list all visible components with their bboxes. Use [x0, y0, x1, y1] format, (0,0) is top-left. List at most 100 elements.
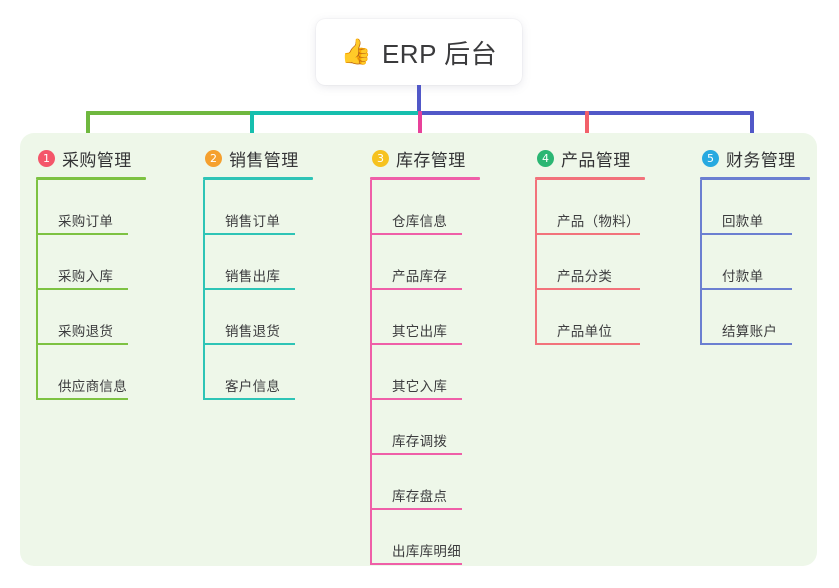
list-item[interactable]: 其它出库	[370, 290, 480, 345]
column-badge-product: 4	[537, 149, 554, 167]
column-product: 4 产品管理产品（物料） 产品分类产品单位	[535, 145, 645, 345]
column-header-finance[interactable]: 5 财务管理	[700, 145, 810, 171]
column-spine-inventory	[370, 180, 372, 565]
column-header-rule-inventory	[370, 177, 480, 180]
list-item-rule	[370, 453, 462, 455]
list-item-rule	[370, 343, 462, 345]
connector-stub-product	[585, 111, 589, 144]
list-item[interactable]: 库存调拨	[370, 400, 480, 455]
list-item[interactable]: 结算账户	[700, 290, 810, 345]
list-item-label: 产品（物料）	[557, 214, 640, 229]
column-spine-sales	[203, 180, 205, 400]
list-item-rule	[370, 398, 462, 400]
list-item-label: 产品分类	[557, 269, 613, 284]
column-header-inventory[interactable]: 3 库存管理	[370, 145, 480, 171]
list-item[interactable]: 产品（物料）	[535, 180, 645, 235]
column-header-purchase[interactable]: 1 采购管理	[36, 145, 146, 171]
list-item-label: 采购订单	[58, 214, 114, 229]
column-sales: 2 销售管理销售订单销售出库销售退货客户信息	[203, 145, 313, 400]
list-item-label: 出库库明细	[392, 544, 461, 559]
list-item-label: 结算账户	[722, 324, 778, 339]
root-node-card[interactable]: 👍 ERP 后台	[316, 19, 522, 85]
list-item-rule	[36, 343, 128, 345]
column-badge-purchase: 1	[38, 149, 55, 167]
list-item[interactable]: 产品单位	[535, 290, 645, 345]
list-item-label: 供应商信息	[58, 379, 127, 394]
connector-bus-green	[86, 111, 252, 115]
list-item[interactable]: 采购退货	[36, 290, 146, 345]
list-item-label: 其它入库	[392, 379, 448, 394]
list-item-label: 产品单位	[557, 324, 613, 339]
list-item-rule	[370, 233, 462, 235]
list-item-rule	[535, 288, 640, 290]
list-item-label: 付款单	[722, 269, 764, 284]
list-item[interactable]: 采购入库	[36, 235, 146, 290]
column-inventory: 3 库存管理仓库信息产品库存其它出库其它入库库存调拨库存盘点出库库明细	[370, 145, 480, 565]
list-item-rule	[370, 288, 462, 290]
list-item[interactable]: 供应商信息	[36, 345, 146, 400]
column-title-purchase: 采购管理	[62, 150, 132, 170]
list-item-label: 产品库存	[392, 269, 448, 284]
list-item-rule	[36, 398, 128, 400]
column-badge-finance: 5	[702, 149, 719, 167]
column-purchase: 1 采购管理采购订单采购入库采购退货供应商信息	[36, 145, 146, 400]
column-items-finance: 回款单付款单结算账户	[700, 180, 810, 345]
column-title-product: 产品管理	[561, 150, 631, 170]
list-item[interactable]: 付款单	[700, 235, 810, 290]
column-header-rule-sales	[203, 177, 313, 180]
connector-bus-teal	[250, 111, 420, 115]
list-item[interactable]: 产品分类	[535, 235, 645, 290]
list-item-rule	[535, 233, 640, 235]
list-item[interactable]: 销售订单	[203, 180, 313, 235]
list-item-label: 销售退货	[225, 324, 281, 339]
column-spine-purchase	[36, 180, 38, 400]
list-item-rule	[700, 343, 792, 345]
list-item-rule	[203, 233, 295, 235]
list-item-label: 库存调拨	[392, 434, 448, 449]
connector-stub-finance	[750, 111, 754, 144]
list-item-label: 采购入库	[58, 269, 114, 284]
list-item[interactable]: 仓库信息	[370, 180, 480, 235]
root-node-label: ERP 后台	[381, 38, 498, 69]
column-title-inventory: 库存管理	[396, 150, 466, 170]
list-item[interactable]: 采购订单	[36, 180, 146, 235]
column-badge-sales: 2	[205, 149, 222, 167]
column-items-sales: 销售订单销售出库销售退货客户信息	[203, 180, 313, 400]
list-item-label: 销售出库	[225, 269, 281, 284]
list-item-label: 采购退货	[58, 324, 114, 339]
column-header-rule-finance	[700, 177, 810, 180]
list-item-label: 回款单	[722, 214, 764, 229]
list-item[interactable]: 库存盘点	[370, 455, 480, 510]
column-title-sales: 销售管理	[229, 150, 299, 170]
list-item-rule	[36, 233, 128, 235]
column-header-product[interactable]: 4 产品管理	[535, 145, 645, 171]
column-badge-inventory: 3	[372, 149, 389, 167]
list-item-label: 其它出库	[392, 324, 448, 339]
connector-stub-purchase	[86, 111, 90, 144]
column-header-rule-product	[535, 177, 645, 180]
list-item-rule	[535, 343, 640, 345]
list-item-rule	[36, 288, 128, 290]
column-title-finance: 财务管理	[726, 150, 796, 170]
list-item-label: 销售订单	[225, 214, 281, 229]
list-item-rule	[203, 288, 295, 290]
list-item[interactable]: 销售出库	[203, 235, 313, 290]
mindmap-board: 1 采购管理采购订单采购入库采购退货供应商信息 2 销售管理销售订单销售出库销售退货客…	[20, 133, 817, 566]
column-items-inventory: 仓库信息产品库存其它出库其它入库库存调拨库存盘点出库库明细	[370, 180, 480, 565]
list-item[interactable]: 回款单	[700, 180, 810, 235]
list-item-rule	[700, 233, 792, 235]
column-items-product: 产品（物料） 产品分类产品单位	[535, 180, 645, 345]
list-item[interactable]: 其它入库	[370, 345, 480, 400]
list-item[interactable]: 客户信息	[203, 345, 313, 400]
thumbs-up-icon: 👍	[340, 37, 372, 66]
column-header-sales[interactable]: 2 销售管理	[203, 145, 313, 171]
connector-stub-inventory	[418, 111, 422, 144]
list-item-label: 库存盘点	[392, 489, 448, 504]
list-item-label: 仓库信息	[392, 214, 448, 229]
column-spine-finance	[700, 180, 702, 345]
list-item-rule	[370, 508, 462, 510]
list-item[interactable]: 出库库明细	[370, 510, 480, 565]
list-item[interactable]: 销售退货	[203, 290, 313, 345]
list-item[interactable]: 产品库存	[370, 235, 480, 290]
column-items-purchase: 采购订单采购入库采购退货供应商信息	[36, 180, 146, 400]
